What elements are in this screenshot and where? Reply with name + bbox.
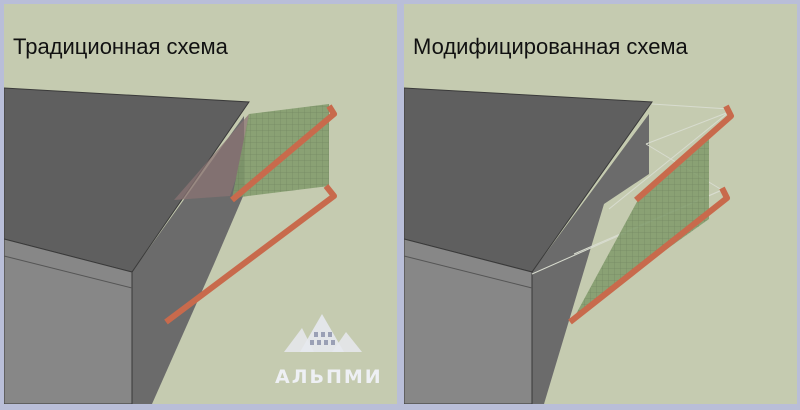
panel-title: Модифицированная схема <box>413 34 688 59</box>
awning-bottom-bar <box>164 184 337 325</box>
logo-text: АЛЬПМИ <box>275 366 383 388</box>
modified-scheme-drawing <box>404 87 734 404</box>
awning-top-bar <box>634 104 734 203</box>
awning-bottom-bar <box>568 186 730 325</box>
panel-traditional: Традиционная схема <box>4 4 397 404</box>
panel-title: Традиционная схема <box>13 34 228 59</box>
awning-side-triangle <box>174 114 249 200</box>
panel-modified: Модифицированная схема <box>404 4 797 404</box>
building-side-face <box>532 114 649 404</box>
awning-top-bar <box>230 104 337 203</box>
mountain-house-logo-icon <box>284 314 362 352</box>
traditional-scheme-drawing <box>4 87 337 404</box>
